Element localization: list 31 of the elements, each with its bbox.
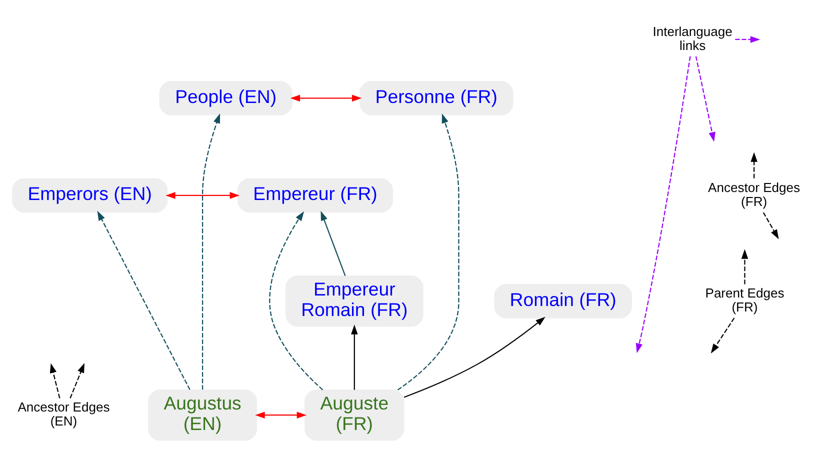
arrow [636,56,691,354]
arrow [50,363,60,398]
node-box: Romain (FR) [494,284,632,318]
arrow [351,324,358,390]
arrow [269,211,324,390]
node-box: People (EN) [159,80,292,116]
node-box: Auguste (FR) [304,390,404,441]
arrow [735,36,760,43]
arrow [741,249,748,284]
node-box: Emperors (EN) [12,178,168,213]
node-box: Empereur (FR) [237,178,394,213]
node-text: Ancestor Edges (EN) [18,400,110,429]
arrow [255,412,307,419]
arrow [70,363,84,398]
arrow [762,212,779,240]
node-box: Augustus (EN) [148,390,258,441]
node-box: Empereur Romain (FR) [285,275,424,327]
arrow [202,113,220,390]
arrow [166,192,240,199]
node-box: Personne (FR) [360,80,514,116]
node-text: Ancestor Edges (FR) [708,180,800,209]
arrow [750,152,758,178]
node-text: Interlanguage links [652,24,732,53]
arrow [404,316,546,398]
arrow [397,113,460,390]
arrow [320,210,346,276]
arrow [710,318,735,354]
node-text: Parent Edges (FR) [705,286,784,315]
arrow [290,94,362,102]
arrow [97,210,190,390]
arrow [695,56,716,142]
